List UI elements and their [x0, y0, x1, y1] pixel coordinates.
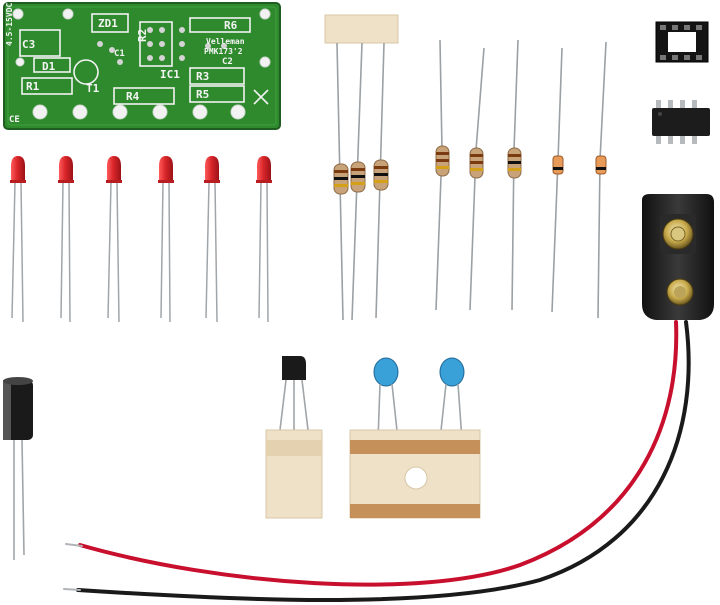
pcb-label-voltage: 4.5-15VDC: [5, 2, 14, 46]
pcb-label-brand: Velleman: [206, 37, 245, 46]
led: [58, 156, 74, 323]
pcb-label-r2: R2: [136, 29, 149, 42]
resistor: [350, 161, 366, 193]
pcb-label-zd1: ZD1: [98, 17, 118, 30]
pcb-label-model: PMK173'2: [204, 47, 243, 56]
diode: [552, 155, 564, 175]
electrolytic-capacitor: [3, 377, 33, 560]
battery-clip: [642, 194, 714, 320]
ic-chip: [652, 100, 710, 144]
pcb-label-ic1: IC1: [160, 68, 180, 81]
pcb-label-r1: R1: [26, 80, 40, 93]
resistor-strip: [324, 14, 399, 321]
led: [10, 156, 26, 323]
resistor: [507, 147, 522, 179]
resistor: [435, 145, 450, 177]
ic-socket: [655, 21, 709, 63]
pcb-label-c3: C3: [22, 38, 35, 51]
pcb-label-d1: D1: [42, 60, 56, 73]
led: [158, 156, 174, 323]
pcb-label-r4: R4: [126, 90, 140, 103]
resistor: [469, 147, 484, 179]
pcb-label-t1: T1: [86, 82, 100, 95]
resistor: [373, 159, 389, 191]
led: [106, 156, 122, 323]
diode: [595, 155, 607, 175]
pcb-label-c2: C2: [222, 57, 233, 67]
battery-wires: [63, 320, 691, 602]
pcb-label-r3: R3: [196, 70, 209, 83]
led: [204, 156, 220, 323]
transistor: [265, 356, 323, 519]
resistor: [333, 163, 349, 195]
led: [256, 156, 272, 323]
pcb-board: 4.5-15VDC C3 ZD1 R6 R2 Velleman PMK173'2…: [3, 2, 281, 130]
pcb-label-ce: CE: [9, 115, 20, 125]
ceramic-capacitors: [349, 357, 481, 519]
led-row: [10, 156, 272, 323]
loose-resistors: [435, 39, 607, 319]
pcb-label-r5: R5: [196, 88, 209, 101]
pcb-label-c1: C1: [114, 49, 125, 59]
pcb-label-r6: R6: [224, 19, 238, 32]
